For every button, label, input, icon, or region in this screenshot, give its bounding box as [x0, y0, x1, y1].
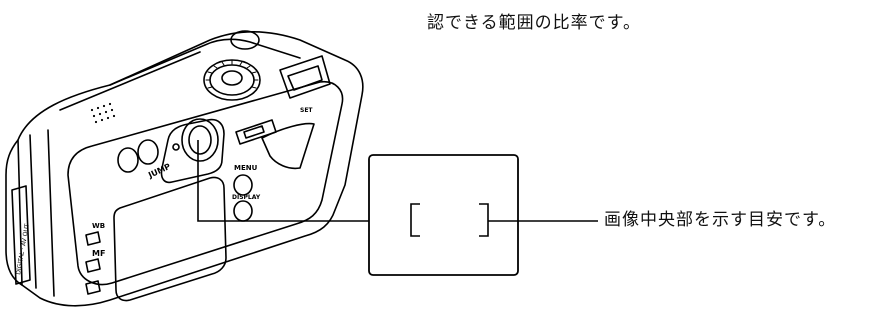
- label-menu: MENU: [234, 164, 258, 172]
- viewfinder-leader-line: [197, 140, 370, 222]
- lcd-screen: [113, 176, 227, 302]
- center-bracket-right: [479, 203, 489, 237]
- label-mf: MF: [92, 249, 105, 258]
- center-bracket-left: [410, 203, 420, 237]
- caption-top: 認できる範囲の比率です。: [427, 13, 641, 33]
- button-a: [117, 147, 139, 173]
- label-set: SET: [300, 107, 313, 114]
- viewfinder-view-box: [368, 154, 519, 276]
- menu-button: [233, 174, 253, 196]
- label-wb: WB: [92, 222, 105, 230]
- mode-dial: [203, 59, 261, 101]
- label-display: DISPLAY: [232, 194, 261, 201]
- caption-callout: 画像中央部を示す目安です。: [604, 210, 837, 230]
- viewfinder-housing: [160, 118, 225, 184]
- zoom-switch: [235, 119, 277, 145]
- camera-body-outline: [5, 30, 364, 307]
- viewfinder-eyepiece: [181, 118, 219, 162]
- display-button: [233, 200, 253, 222]
- camera-back-panel: [67, 80, 344, 286]
- button-jump: [137, 139, 159, 165]
